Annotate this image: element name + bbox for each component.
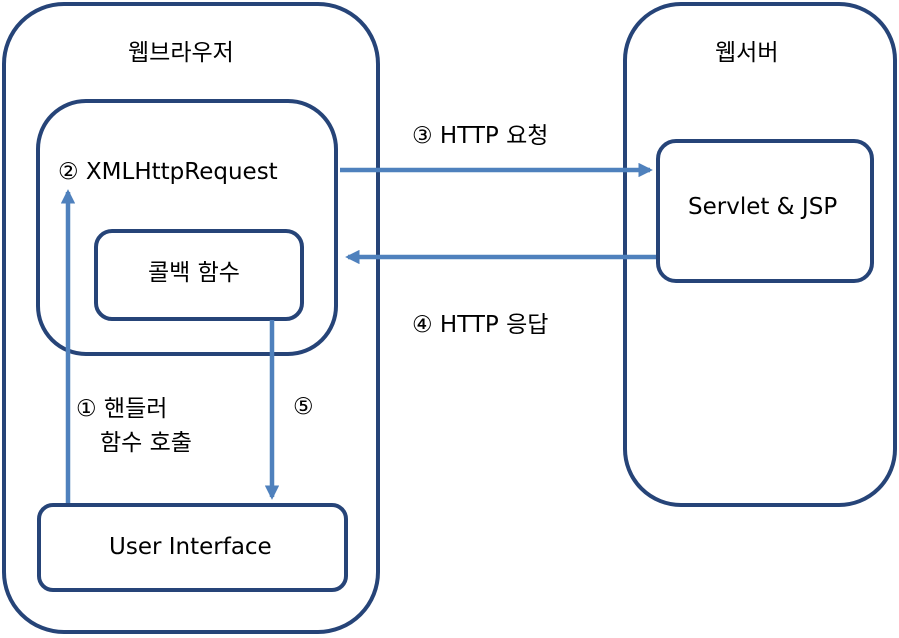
callback-label: 콜백 함수 xyxy=(148,260,240,286)
browser-title: 웹브라우저 xyxy=(128,40,234,66)
servlet-label: Servlet & JSP xyxy=(688,194,838,220)
step4-label: ④ HTTP 응답 xyxy=(412,312,549,338)
step3-label: ③ HTTP 요청 xyxy=(412,123,549,149)
step1-label-line1: ① 핸들러 xyxy=(76,396,168,422)
servlet-box xyxy=(656,139,874,283)
callback-box xyxy=(94,229,304,321)
ui-box xyxy=(37,503,348,592)
server-title: 웹서버 xyxy=(715,40,779,66)
step5-label: ⑤ xyxy=(293,394,314,420)
xhr-label: ② XMLHttpRequest xyxy=(58,159,278,185)
step1-label-line2: 함수 호출 xyxy=(100,430,192,456)
ui-label: User Interface xyxy=(109,534,272,560)
